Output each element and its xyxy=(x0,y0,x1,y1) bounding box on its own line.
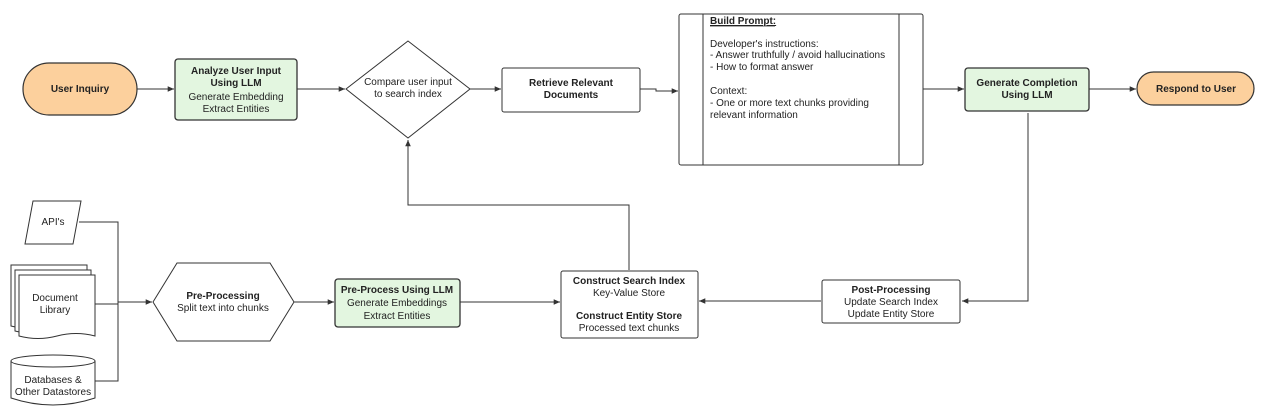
apis-parallelogram xyxy=(24,200,82,245)
node-pre-processing[interactable]: Pre-Processing Split text into chunks xyxy=(152,262,295,342)
respond-label: Respond to User xyxy=(1156,84,1236,95)
node-document-library[interactable]: Document Library xyxy=(10,264,96,339)
compare-diamond xyxy=(345,40,471,139)
build-prompt-line: Developer's instructions: xyxy=(710,39,819,50)
node-construct-index[interactable]: Construct Search Index Key-Value Store C… xyxy=(560,270,699,339)
build-prompt-title: Build Prompt: xyxy=(710,16,776,27)
node-user-inquiry[interactable]: User Inquiry xyxy=(22,62,138,116)
databases-line-1: Databases & xyxy=(24,375,82,386)
post-processing-title: Post-Processing xyxy=(852,285,931,296)
databases-line-2: Other Datastores xyxy=(15,387,91,398)
node-generate-completion[interactable]: Generate Completion Using LLM xyxy=(964,67,1090,112)
construct-title-1: Construct Search Index xyxy=(573,276,686,287)
node-pre-process-llm[interactable]: Pre-Process Using LLM Generate Embedding… xyxy=(334,278,461,328)
post-processing-shape xyxy=(821,279,961,324)
edge-construct-to-compare xyxy=(405,140,630,270)
doc-library-front-page xyxy=(18,274,96,339)
post-processing-line-1: Update Search Index xyxy=(844,297,938,308)
doc-library-line-2: Library xyxy=(40,305,71,316)
node-compare-decision[interactable]: Compare user input to search index xyxy=(345,40,471,139)
user-inquiry-label: User Inquiry xyxy=(51,84,110,95)
pre-process-llm-line-1: Generate Embeddings xyxy=(347,298,447,309)
database-body xyxy=(10,361,96,406)
generate-title-1: Generate Completion xyxy=(976,78,1077,89)
node-post-processing[interactable]: Post-Processing Update Search Index Upda… xyxy=(821,279,961,324)
node-respond-to-user[interactable]: Respond to User xyxy=(1136,71,1255,106)
construct-line-2: Processed text chunks xyxy=(579,323,680,334)
analyze-shape xyxy=(174,58,298,121)
build-prompt-line: Context: xyxy=(710,86,747,97)
post-processing-line-2: Update Entity Store xyxy=(848,309,935,320)
construct-line-1: Key-Value Store xyxy=(593,288,666,299)
build-prompt-line: relevant information xyxy=(710,110,798,121)
retrieve-title-2: Documents xyxy=(544,90,599,101)
construct-shape xyxy=(560,270,699,339)
pre-process-llm-shape xyxy=(334,278,461,328)
retrieve-shape xyxy=(501,67,641,113)
node-analyze-user-input[interactable]: Analyze User Input Using LLM Generate Em… xyxy=(174,58,298,121)
compare-line-1: Compare user input xyxy=(364,77,452,88)
retrieve-title-1: Retrieve Relevant xyxy=(529,78,614,89)
node-retrieve-documents[interactable]: Retrieve Relevant Documents xyxy=(501,67,641,113)
edge-retrieve-to-prompt xyxy=(640,88,678,94)
edge-generate-to-postprocess xyxy=(962,113,1029,304)
compare-line-2: to search index xyxy=(374,89,442,100)
doc-library-line-1: Document xyxy=(32,293,78,304)
node-apis[interactable]: API's xyxy=(24,200,82,245)
respond-shape xyxy=(1136,71,1255,106)
user-inquiry-shape xyxy=(22,62,138,116)
analyze-line-2: Extract Entities xyxy=(203,104,270,115)
build-prompt-shape xyxy=(678,13,924,166)
generate-shape xyxy=(964,67,1090,112)
construct-title-2: Construct Entity Store xyxy=(576,311,683,322)
build-prompt-line: - Answer truthfully / avoid hallucinatio… xyxy=(710,50,885,61)
build-prompt-line: - How to format answer xyxy=(710,62,814,73)
pre-process-llm-title: Pre-Process Using LLM xyxy=(341,285,453,296)
pre-processing-hexagon xyxy=(152,262,295,342)
apis-label: API's xyxy=(41,217,64,228)
pre-processing-title: Pre-Processing xyxy=(186,291,259,302)
analyze-title-1: Analyze User Input xyxy=(191,66,282,77)
edges xyxy=(79,86,1136,382)
pre-processing-line-1: Split text into chunks xyxy=(177,303,269,314)
database-top xyxy=(10,354,96,368)
build-prompt-line: - One or more text chunks providing xyxy=(710,98,869,109)
generate-title-2: Using LLM xyxy=(1001,90,1052,101)
node-databases[interactable]: Databases & Other Datastores xyxy=(10,354,96,406)
pre-process-llm-line-2: Extract Entities xyxy=(364,311,431,322)
analyze-line-1: Generate Embedding xyxy=(188,92,283,103)
analyze-title-2: Using LLM xyxy=(210,78,261,89)
node-build-prompt[interactable]: Build Prompt: Developer's instructions: … xyxy=(678,13,924,166)
